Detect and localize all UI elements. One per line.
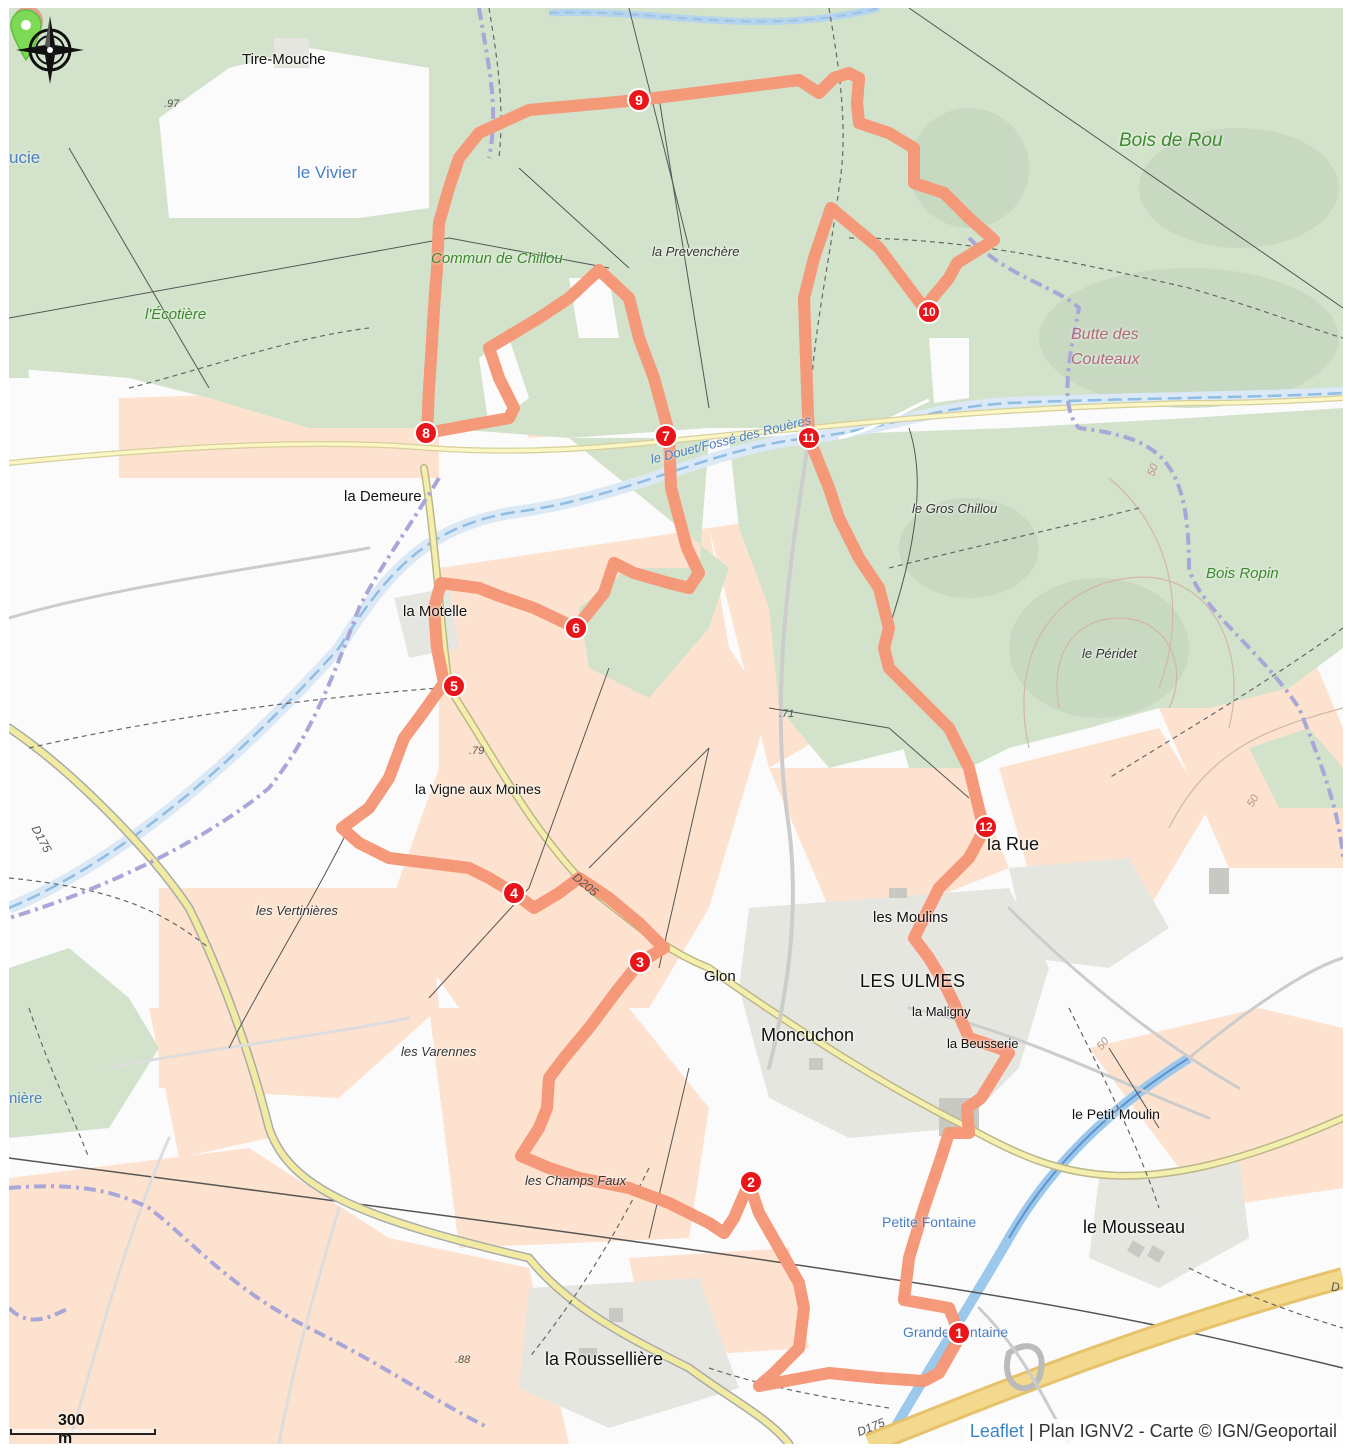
place-label-butte-line2: Couteaux: [1071, 351, 1140, 368]
checkpoint-12-marker[interactable]: 12: [974, 815, 998, 839]
place-label-le-peridet: le Péridet: [1082, 646, 1137, 661]
spot-height-79: .79: [469, 745, 485, 757]
place-label-les-champs-faux: les Champs Faux: [525, 1173, 627, 1188]
spot-height-88: .88: [455, 1354, 471, 1366]
motorway: [864, 1267, 1343, 1444]
checkpoint-2-marker[interactable]: 2: [739, 1170, 763, 1194]
place-label-glon: Glon: [704, 968, 736, 985]
place-label-bois-de-rou: Bois de Rou: [1119, 130, 1223, 151]
leaflet-link[interactable]: Leaflet: [969, 1421, 1024, 1441]
place-label-edge-left-top: ucie: [9, 148, 41, 167]
spot-height-71: .71: [779, 708, 795, 720]
place-label-bois-ropin: Bois Ropin: [1206, 565, 1279, 582]
admin-boundary: [9, 8, 1343, 1430]
place-label-les-moulins: les Moulins: [873, 909, 949, 926]
map-view[interactable]: Tire-Mouche le Vivier ucie Commun de Chi…: [9, 8, 1343, 1444]
place-label-la-roussellière: la Roussellière: [545, 1349, 664, 1369]
place-label-les-ulmes: LES ULMES: [860, 971, 966, 991]
boundary-lines: [9, 8, 1343, 1239]
scale-bar-line: [10, 1429, 156, 1435]
place-label-la-motelle: la Motelle: [403, 603, 468, 620]
checkpoint-6-marker[interactable]: 6: [564, 616, 588, 640]
attribution-separator: |: [1023, 1421, 1039, 1441]
place-label-la-maligny: la Maligny: [912, 1004, 971, 1019]
checkpoint-11-marker[interactable]: 11: [797, 426, 821, 450]
contour-lines: [1023, 477, 1343, 829]
checkpoint-8-marker[interactable]: 8: [414, 421, 438, 445]
checkpoint-7-marker[interactable]: 7: [654, 424, 678, 448]
railway: [9, 1157, 1343, 1369]
attribution-text: Plan IGNV2 - Carte © IGN/Geoportail: [1038, 1421, 1337, 1441]
road-label-edge-d: D: [1331, 1280, 1340, 1294]
place-label-le-petit-moulin: le Petit Moulin: [1072, 1106, 1160, 1122]
checkpoint-10-marker[interactable]: 10: [917, 300, 941, 324]
compass-rose-icon: [16, 16, 84, 84]
place-label-ecotiere: l'Écotière: [145, 306, 207, 323]
built-areas: [274, 38, 1249, 1428]
place-label-tire-mouche: Tire-Mouche: [242, 51, 326, 68]
place-label-les-varennes: les Varennes: [401, 1044, 477, 1059]
place-label-les-vertinieres: les Vertinières: [256, 903, 338, 918]
checkpoint-5-marker[interactable]: 5: [442, 674, 466, 698]
map-attribution: Leaflet | Plan IGNV2 - Carte © IGN/Geopo…: [963, 1419, 1343, 1444]
place-label-la-beusserie: la Beusserie: [947, 1036, 1019, 1051]
place-label-edge-left-bottom: nière: [9, 1090, 43, 1107]
place-label-la-vigne-aux-moines: la Vigne aux Moines: [415, 781, 541, 797]
place-label-la-prevenchere: la Prevenchère: [652, 244, 740, 259]
place-label-le-vivier: le Vivier: [297, 163, 358, 182]
place-label-butte-line1: Butte des: [1071, 326, 1139, 343]
place-label-petite-fontaine: Petite Fontaine: [882, 1214, 977, 1230]
start-marker-icon[interactable]: [9, 8, 43, 64]
checkpoint-1-marker[interactable]: 1: [947, 1321, 971, 1345]
checkpoint-3-marker[interactable]: 3: [628, 950, 652, 974]
hiking-route: [336, 67, 1015, 1392]
tracks: [9, 8, 1343, 1409]
place-label-le-mousseau: le Mousseau: [1083, 1217, 1186, 1237]
checkpoint-4-marker[interactable]: 4: [502, 881, 526, 905]
place-label-le-gros-chillou: le Gros Chillou: [912, 501, 998, 516]
spot-height-97: .97: [164, 98, 180, 110]
place-label-la-demeure: la Demeure: [344, 488, 422, 505]
checkpoint-9-marker[interactable]: 9: [627, 88, 651, 112]
place-label-commun-de-chillou: Commun de Chillou: [431, 250, 563, 267]
place-label-la-rue: la Rue: [987, 834, 1040, 854]
place-label-moncuchon: Moncuchon: [761, 1025, 855, 1045]
map-base-layer: [9, 8, 1343, 1444]
